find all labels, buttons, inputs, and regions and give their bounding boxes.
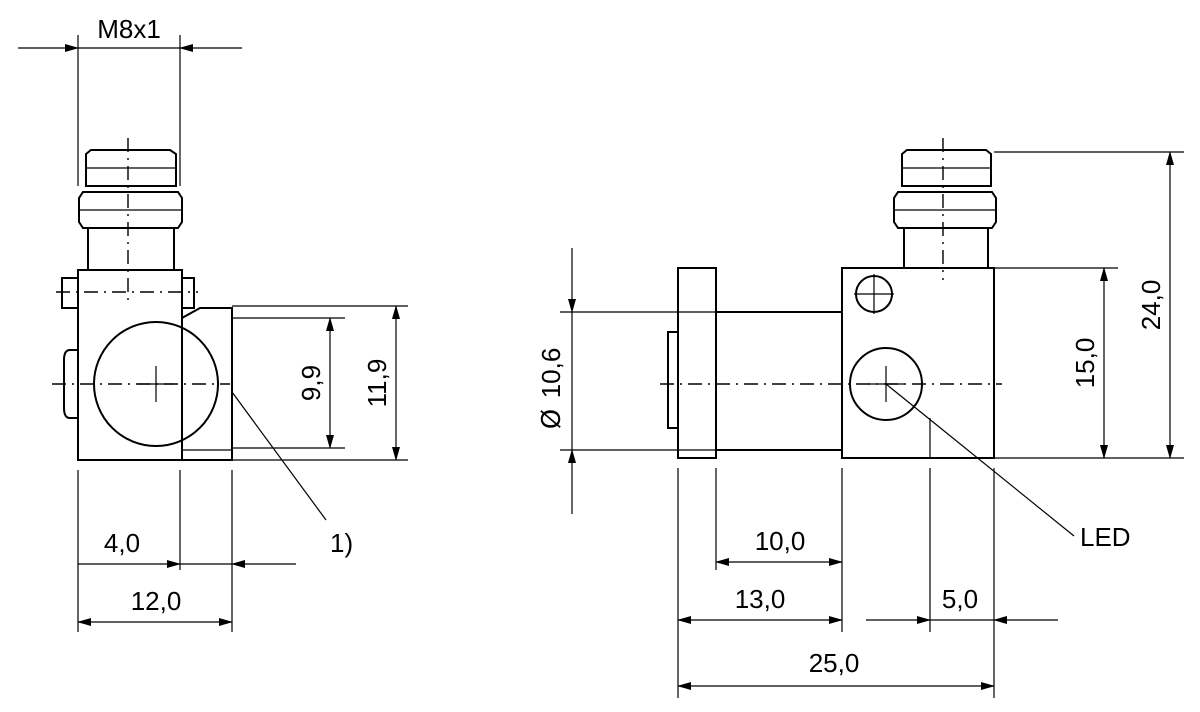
dim-offset: 4,0 [104, 528, 140, 558]
side-left-screw [61, 277, 79, 309]
dim-height-outer: 11,9 [362, 359, 392, 408]
front-lens [667, 331, 679, 429]
side-connector-neck [87, 227, 175, 271]
diameter-symbol: Ø [537, 409, 567, 429]
side-connector-nut [78, 191, 183, 229]
dim-led-offset: 5,0 [942, 584, 978, 614]
dim-diameter: 10,6 [536, 348, 566, 399]
front-view: Ø 10,6 15,0 24,0 LED 10,0 13,0 5,0 25 [536, 138, 1184, 698]
front-connector-nut [893, 191, 997, 229]
note-marker: 1) [330, 528, 353, 558]
front-connector-cap [901, 149, 992, 187]
front-connector-neck [903, 227, 989, 269]
side-view: M8x1 9,9 11,9 1) 4,0 12,0 [18, 14, 408, 632]
front-flange [677, 267, 717, 459]
side-right-ledge [181, 307, 233, 461]
dim-total-length: 25,0 [809, 648, 860, 678]
front-housing [841, 267, 995, 459]
dim-total-height: 24,0 [1136, 280, 1166, 331]
side-connector-cap [85, 149, 177, 187]
side-housing [77, 269, 183, 461]
dim-width: 12,0 [131, 586, 182, 616]
dim-body-height: 15,0 [1070, 338, 1100, 389]
side-left-bump [63, 349, 78, 419]
dim-flange-to-body: 13,0 [735, 584, 786, 614]
dim-thread: M8x1 [97, 14, 161, 44]
side-right-screw [181, 277, 195, 309]
dim-shaft-length: 10,0 [755, 526, 806, 556]
led-label: LED [1080, 522, 1131, 552]
dim-height-inner: 9,9 [296, 365, 326, 401]
